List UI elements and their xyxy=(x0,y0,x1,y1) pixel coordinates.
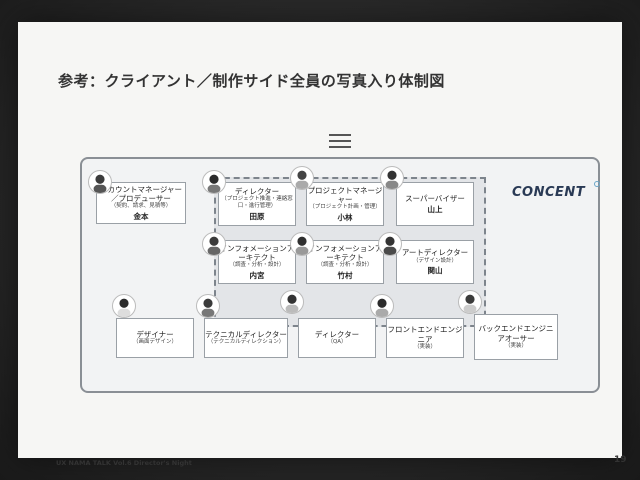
role-sub: （デザイン設計） xyxy=(412,257,457,264)
role-box-director: ディレクター （プロジェクト推進・連絡窓口・進行管理） 田原 xyxy=(218,182,296,226)
role-sub: （プロジェクト計画・管理） xyxy=(309,204,381,211)
role-name: 内宮 xyxy=(249,271,265,281)
role-title: プロジェクトマネージャー xyxy=(307,185,383,204)
role-title: ディレクター xyxy=(314,329,360,339)
company-logo: CONCENT xyxy=(512,185,586,200)
role-title: アートディレクター xyxy=(401,248,469,258)
role-box-ia-2: インフォメーションアーキテクト （調査・分析・設計） 竹村 xyxy=(306,240,384,284)
role-title: ディレクター xyxy=(234,186,280,196)
slide-title: 参考：クライアント／制作サイド全員の写真入り体制図 xyxy=(58,72,445,90)
mast-line-top xyxy=(329,134,351,136)
avatar xyxy=(378,232,402,256)
role-title: バックエンドエンジニアオーサー xyxy=(478,324,554,343)
role-box-ia-1: インフォメーションアーキテクト （調査・分析・設計） 内宮 xyxy=(218,240,296,284)
role-title: インフォメーションアーキテクト xyxy=(219,243,295,262)
role-title: スーパーバイザー xyxy=(405,193,465,203)
role-sub: （実装） xyxy=(504,342,527,349)
role-title: インフォメーションアーキテクト xyxy=(307,243,383,262)
avatar xyxy=(290,166,314,190)
avatar xyxy=(380,166,404,190)
role-name: 小林 xyxy=(337,213,353,223)
avatar xyxy=(88,170,112,194)
avatar xyxy=(202,170,226,194)
avatar xyxy=(458,290,482,314)
mast-line-low xyxy=(329,146,351,148)
role-name: 竹村 xyxy=(337,271,353,281)
avatar xyxy=(290,232,314,256)
role-box-backend: バックエンドエンジニアオーサー （実装） xyxy=(474,314,558,360)
avatar xyxy=(202,232,226,256)
role-box-technical-director: テクニカルディレクター （テクニカルディレクション） xyxy=(204,318,288,358)
role-name: 山上 xyxy=(427,205,443,214)
footer-event: UX NAMA TALK Vol.6 Director's Night xyxy=(56,459,192,467)
role-title: テクニカルディレクター xyxy=(205,329,287,339)
role-name: 関山 xyxy=(427,266,443,276)
role-box-supervisor: スーパーバイザー 山上 xyxy=(396,182,474,226)
role-name: 金本 xyxy=(133,212,149,222)
role-sub: （実装） xyxy=(413,343,436,350)
role-box-qa: ディレクター （QA） xyxy=(298,318,376,358)
role-box-designer: デザイナー （画面デザイン） xyxy=(116,318,194,358)
role-title: フロントエンドエンジニア xyxy=(387,325,463,344)
mast-line-mid xyxy=(329,140,351,142)
role-name: 田原 xyxy=(249,211,265,221)
role-sub: （契約、請求、見積等） xyxy=(110,203,172,210)
role-sub: （調査・分析・設計） xyxy=(229,262,285,269)
role-title: デザイナー xyxy=(136,329,174,339)
role-box-art-director: アートディレクター （デザイン設計） 関山 xyxy=(396,240,474,284)
role-box-frontend: フロントエンドエンジニア （実装） xyxy=(386,318,464,358)
avatar xyxy=(196,294,220,318)
role-sub: （テクニカルディレクション） xyxy=(207,339,285,346)
logo-mark-icon xyxy=(594,181,600,187)
role-sub: （QA） xyxy=(327,339,347,346)
role-sub: （プロジェクト推進・連絡窓口・進行管理） xyxy=(221,196,293,209)
avatar xyxy=(280,290,304,314)
presentation-slide: 参考：クライアント／制作サイド全員の写真入り体制図 CONCENT アカウントマ… xyxy=(18,22,627,467)
page-number: 19 xyxy=(614,455,627,465)
avatar xyxy=(370,294,394,318)
role-sub: （画面デザイン） xyxy=(132,339,177,346)
role-sub: （調査・分析・設計） xyxy=(317,262,373,269)
avatar xyxy=(112,294,136,318)
role-box-pm: プロジェクトマネージャー （プロジェクト計画・管理） 小林 xyxy=(306,182,384,226)
